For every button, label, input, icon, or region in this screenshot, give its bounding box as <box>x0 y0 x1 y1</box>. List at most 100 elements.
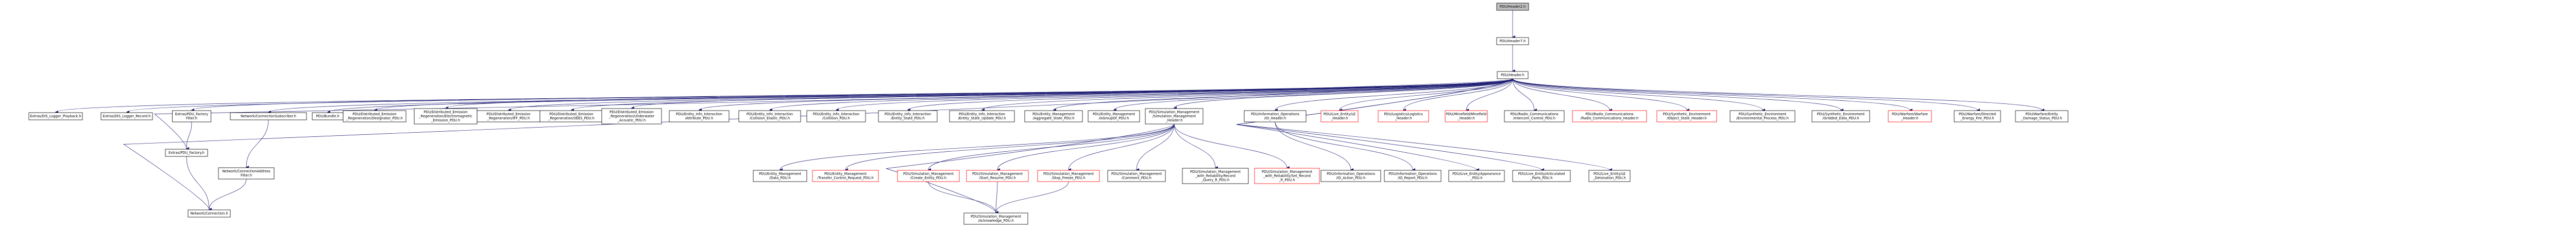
node-label-line: PDU/Entity_Info_Interaction <box>747 112 793 116</box>
edge-hub-to-r2_22 <box>1512 78 1537 112</box>
node-pdu-distributed-emission-regeneration-designator-pdu-h[interactable]: PDU/Distributed_Emission_Regeneration/De… <box>343 110 406 122</box>
node-label-line: /IO_Report_PDU.h <box>1398 176 1428 180</box>
node-pdu-entity-info-interaction-attribute-pdu-h[interactable]: PDU/Entity_Info_Interaction/Attribute_PD… <box>669 110 730 122</box>
node-label-line: /Object_State_Header.h <box>1667 116 1706 120</box>
node-label-line: PDU/Live_Entity/LE <box>1324 112 1355 116</box>
node-pdu-radio-communications-intercom-control-pdu-h[interactable]: PDU/Radio_Communications/Intercom_Contro… <box>1504 110 1565 122</box>
edge-hub-to-r2_16 <box>1113 78 1513 112</box>
node-label-line: PDU/Distributed_Emission <box>486 112 530 116</box>
node-label-line: PDU/Entity_Info_Interaction <box>676 112 722 116</box>
node-box <box>1811 110 1870 122</box>
node-box <box>1445 110 1488 122</box>
node-pdu-synthetic-environment-object-state-header-h[interactable]: PDU/Synthetic_Environment/Object_State_H… <box>1656 110 1717 122</box>
node-box <box>1656 110 1717 122</box>
node-pdu-radio-communications-radio-communications-header-h[interactable]: PDU/Radio_Communications/Radio_Communica… <box>1572 110 1647 122</box>
node-pdu-entity-management-isgroupof-pdu-h[interactable]: PDU/Entity_Management/IsGroupOf_PDU.h <box>1088 110 1140 122</box>
node-pdu-warfare-warfare-header-h[interactable]: PDU/Warfare/Warfare_Header.h <box>1888 110 1932 122</box>
edge-hub-to-r2_12 <box>836 78 1513 112</box>
node-extras-dis-logger-record-h[interactable]: Extras/DIS_Logger_Record.h <box>100 112 153 120</box>
node-pdu-simulation-management-simulation-management-header-h[interactable]: PDU/Simulation_Management/Simulation_Man… <box>1145 108 1204 124</box>
node-network-connectionsubscriber-h[interactable]: Network/ConnectionSubscriber.h <box>230 112 307 120</box>
node-pdu-information-operations-io-header-h[interactable]: PDU/Information_Operations/IO_Header.h <box>1244 110 1307 122</box>
node-pdu-logistics-logistics-header-h[interactable]: PDU/Logistics/Logistics_Header.h <box>1378 110 1429 122</box>
node-pdu-entity-info-interaction-collision-elastic-pdu-h[interactable]: PDU/Entity_Info_Interaction/Collision_El… <box>738 110 801 122</box>
node-pdu-entity-management-aggregate-state-pdu-h[interactable]: PDU/Entity_Management/Aggregate_State_PD… <box>1024 110 1083 122</box>
node-pdu-entity-management-transfer-control-request-pdu-h[interactable]: PDU/Entity_Management/Transfer_Control_R… <box>812 170 879 182</box>
node-box <box>2015 110 2069 122</box>
node-pdu-warfare-entity-damage-status-pdu-h[interactable]: PDU/Warfare/Entity_Damage_Status_PDU.h <box>2015 110 2069 122</box>
node-pdu-simulation-management-acknowledge-pdu-h[interactable]: PDU/Simulation_Management/Acknowledge_PD… <box>963 212 1028 225</box>
node-box <box>1588 170 1631 182</box>
node-extras-dis-logger-playback-h[interactable]: Extras/DIS_Logger_Playback.h <box>28 112 83 120</box>
node-box <box>1037 170 1100 182</box>
node-box <box>1320 110 1359 122</box>
node-box <box>1320 170 1381 182</box>
node-label-line: PDU/Simulation_Management <box>1190 170 1241 174</box>
edge-hub-to-r2_28 <box>1512 78 1980 112</box>
node-extras-pdu-factory-h[interactable]: Extras/PDU_Factory.h <box>165 149 208 157</box>
node-label-line: PDU/Live_Entity/Appearance <box>1452 172 1501 176</box>
node-pdu-entity-info-interaction-collision-pdu-h[interactable]: PDU/Entity_Info_Interaction/Collision_PD… <box>806 110 866 122</box>
edge-hub-to-r2_14 <box>981 78 1513 112</box>
node-label-line: /Entity_State_Update_PDU.h <box>958 116 1006 120</box>
node-pdu-information-operations-io-report-pdu-h[interactable]: PDU/Information_Operations/IO_Report_PDU… <box>1384 170 1442 182</box>
node-box <box>1572 110 1647 122</box>
node-pdu-warfare-directed-energy-fire-pdu-h[interactable]: PDU/Warfare/Directed_Energy_Fire_PDU.h <box>1954 110 2001 122</box>
node-pdu-distributed-emission-regeneration-iff-pdu-h[interactable]: PDU/Distributed_Emission_Regeneration/IF… <box>477 110 540 122</box>
node-pdu-information-operations-io-action-pdu-h[interactable]: PDU/Information_Operations/IO_Action_PDU… <box>1320 170 1381 182</box>
node-label-line: _R_PDU.h <box>1278 178 1295 182</box>
edge-hub-to-r2_24 <box>1512 78 1690 112</box>
node-pdu-header-h[interactable]: PDU/Header.h <box>1497 71 1529 79</box>
node-pdu-minefield-minefield-header-h[interactable]: PDU/Minefield/Minefield_Header.h <box>1445 110 1488 122</box>
node-box <box>669 110 730 122</box>
node-box <box>218 167 275 180</box>
node-label-line: Filter.h <box>186 116 197 120</box>
node-box <box>1496 37 1529 45</box>
edge-hub-to-r2_20 <box>1403 78 1513 112</box>
node-pdu-simulation-management-start-resume-pdu-h[interactable]: PDU/Simulation_Management/Start_Resume_P… <box>966 170 1029 182</box>
edge-hub-to-info <box>1275 78 1513 112</box>
node-label-line: _Regeneration/SEES_PDU.h <box>548 116 595 120</box>
node-pdu-bundle-h[interactable]: PDU/Bundle.h <box>312 112 344 120</box>
node-pdu-simulation-management-stop-freeze-pdu-h[interactable]: PDU/Simulation_Management/Stop_Freeze_PD… <box>1037 170 1100 182</box>
node-network-connection-h[interactable]: Network/Connection.h <box>188 209 231 218</box>
node-box <box>172 110 211 122</box>
node-pdu-entity-management-data-pdu-h[interactable]: PDU/Entity_Management/Data_PDU.h <box>753 170 807 182</box>
node-label-line: /Simulation_Management <box>1153 114 1196 118</box>
node-label-line: _Header.h <box>1901 116 1919 120</box>
node-pdu-live-entity-articulated-parts-pdu-h[interactable]: PDU/Live_Entity/Articulated_Parts_PDU.h <box>1512 170 1571 182</box>
node-label-line: PDU/Simulation_Management <box>1111 172 1162 176</box>
node-pdu-entity-info-interaction-entity-state-update-pdu-h[interactable]: PDU/Entity_Info_Interaction/Entity_State… <box>949 110 1015 122</box>
node-box <box>414 108 478 124</box>
node-box <box>1107 170 1166 182</box>
node-pdu-distributed-emission-regeneration-sees-pdu-h[interactable]: PDU/Distributed_Emission_Regeneration/SE… <box>539 110 603 122</box>
node-pdu-entity-info-interaction-entity-state-pdu-h[interactable]: PDU/Entity_Info_Interaction/Entity_State… <box>878 110 938 122</box>
node-pdu-synthetic-environment-gridded-data-pdu-h[interactable]: PDU/Synthetic_Environment/Gridded_Data_P… <box>1811 110 1870 122</box>
node-pdu-live-entity-appearance-pdu-h[interactable]: PDU/Live_Entity/Appearance_PDU.h <box>1448 170 1505 182</box>
node-label-line: Extras/PDU_Factory <box>175 112 208 116</box>
node-box <box>1448 170 1505 182</box>
node-pdu-synthetic-environment-environmental-process-pdu-h[interactable]: PDU/Synthetic_Environment/Environmental_… <box>1730 110 1795 122</box>
node-pdu-simulation-management-with-reliability-record-query-r-pdu-h[interactable]: PDU/Simulation_Management_with_Reliabili… <box>1182 168 1249 184</box>
node-pdu-simulation-management-with-reliability-set-record-r-pdu-h[interactable]: PDU/Simulation_Management_with_Reliabili… <box>1254 168 1320 184</box>
node-pdu-live-entity-le-detonation-pdu-h[interactable]: PDU/Live_Entity/LE_Detonation_PDU.h <box>1588 170 1631 182</box>
nodes-layer: PDU/Header2.hPDU/Header7.hPDU/Header.hEx… <box>28 3 2069 225</box>
node-label-line: /Stop_Freeze_PDU.h <box>1052 176 1085 180</box>
node-pdu-simulation-management-comment-pdu-h[interactable]: PDU/Simulation_Management/Comment_PDU.h <box>1107 170 1166 182</box>
node-label-line: PDU/Synthetic_Environment <box>1739 112 1787 116</box>
node-pdu-distributed-emission-regeneration-underwater-acoustic-pdu-h[interactable]: PDU/Distributed_Emission_Regeneration/Un… <box>601 108 662 124</box>
node-box <box>1182 168 1249 184</box>
node-pdu-simulation-management-create-entity-pdu-h[interactable]: PDU/Simulation_Management/Create_Entity_… <box>897 170 960 182</box>
node-label-line: PDU/Entity_Info_Interaction <box>885 112 931 116</box>
node-label-line: PDU/Distributed_Emission <box>549 112 593 116</box>
node-pdu-distributed-emission-regeneration-electromagnetic-emission-pdu-h[interactable]: PDU/Distributed_Emission_Regeneration/El… <box>414 108 478 124</box>
node-pdu-live-entity-le-header-h[interactable]: PDU/Live_Entity/LE_Header.h <box>1320 110 1359 122</box>
node-pdu-header7-h[interactable]: PDU/Header7.h <box>1496 37 1529 45</box>
node-box <box>1088 110 1140 122</box>
node-box <box>897 170 960 182</box>
node-label-line: /Collision_PDU.h <box>822 116 850 120</box>
node-pdu-header2-h[interactable]: PDU/Header2.h <box>1496 3 1529 11</box>
node-box <box>1497 71 1529 79</box>
